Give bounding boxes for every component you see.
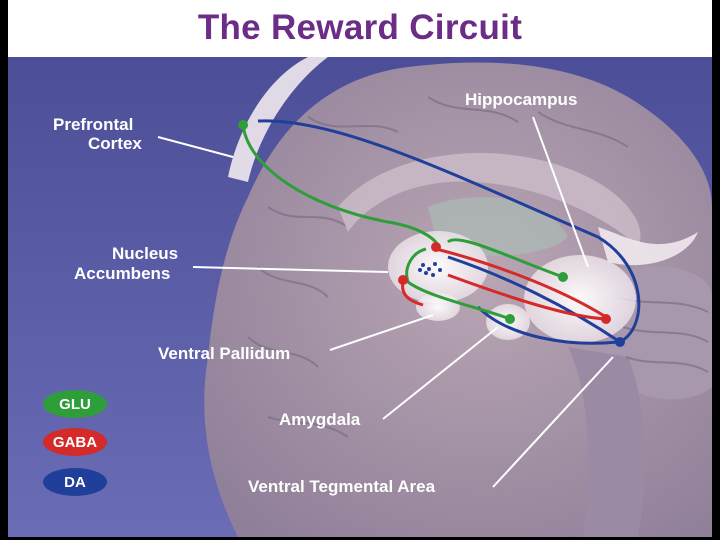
legend-label-glu: GLU — [59, 396, 91, 413]
legend: GLU GABA DA — [43, 390, 107, 496]
glu-pathway-amygdala — [405, 247, 511, 321]
label-pointers — [157, 116, 614, 488]
label-amygdala: Amygdala — [279, 410, 361, 429]
label-prefrontal-line1: Prefrontal — [53, 115, 133, 134]
pathways — [241, 119, 641, 345]
gaba-pathway-pallidum — [401, 281, 424, 307]
glu-pathway-prefrontal — [241, 124, 440, 246]
legend-item-glu: GLU — [43, 390, 107, 418]
hippocampus-region — [598, 227, 698, 266]
label-prefrontal-line2: Cortex — [88, 134, 142, 153]
label-nucleus-line2: Accumbens — [74, 264, 170, 283]
legend-label-da: DA — [64, 474, 86, 491]
label-nucleus-line1: Nucleus — [112, 244, 178, 263]
label-hippocampus: Hippocampus — [465, 90, 577, 109]
reward-circuit-figure: Prefrontal Cortex Hippocampus Nucleus Ac… — [8, 57, 712, 537]
glu-pathway-hippocampus — [446, 238, 564, 279]
pathway-nodes — [238, 120, 625, 347]
gaba-pathway-accumbens-vta — [435, 247, 607, 319]
slide-title: The Reward Circuit — [197, 8, 523, 47]
title-bar: The Reward Circuit — [8, 0, 712, 57]
da-pathway-accumbens — [447, 255, 621, 344]
gaba-pathway-vta — [447, 273, 607, 321]
legend-item-da: DA — [43, 468, 107, 496]
legend-item-gaba: GABA — [43, 428, 107, 456]
legend-label-gaba: GABA — [53, 434, 97, 451]
label-vta: Ventral Tegmental Area — [248, 477, 436, 496]
label-ventral-pallidum: Ventral Pallidum — [158, 344, 290, 363]
da-pathway-prefrontal — [257, 119, 641, 344]
da-pathway-amygdala — [476, 305, 619, 345]
brain-diagram: Prefrontal Cortex Hippocampus Nucleus Ac… — [8, 57, 712, 537]
